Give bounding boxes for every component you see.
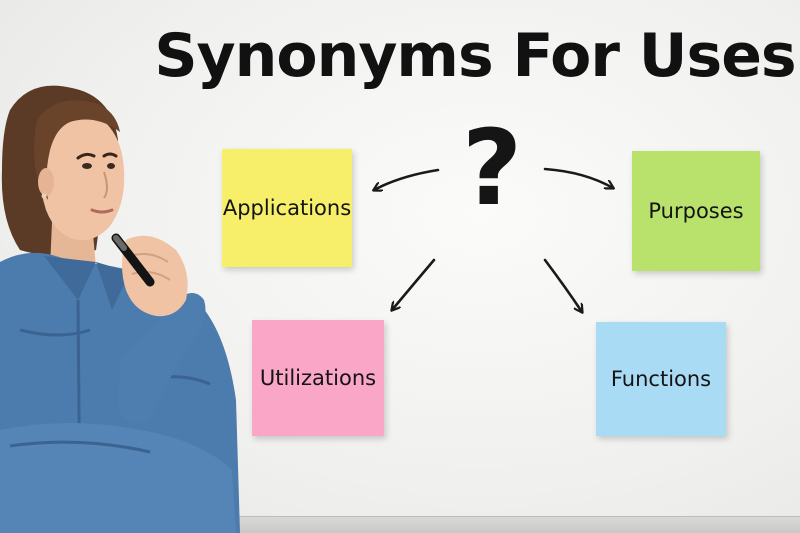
arrow-to-functions (543, 258, 582, 312)
thinking-woman-illustration (0, 85, 240, 533)
arrow-to-utilizations (392, 258, 436, 310)
sticky-note-functions: Functions (596, 322, 726, 436)
sticky-note-applications: Applications (222, 149, 352, 267)
arrow-to-applications (374, 168, 440, 190)
page-title: Synonyms For Uses (154, 21, 796, 91)
sticky-note-label: Applications (222, 196, 352, 220)
arrow-to-purposes (543, 167, 613, 188)
sticky-note-label: Utilizations (259, 366, 377, 390)
sticky-note-label: Functions (610, 367, 712, 391)
sticky-note-utilizations: Utilizations (252, 320, 384, 436)
whiteboard-ledge (210, 516, 800, 533)
question-mark: ? (461, 107, 523, 229)
sticky-note-purposes: Purposes (632, 151, 760, 271)
sticky-note-label: Purposes (648, 199, 744, 223)
